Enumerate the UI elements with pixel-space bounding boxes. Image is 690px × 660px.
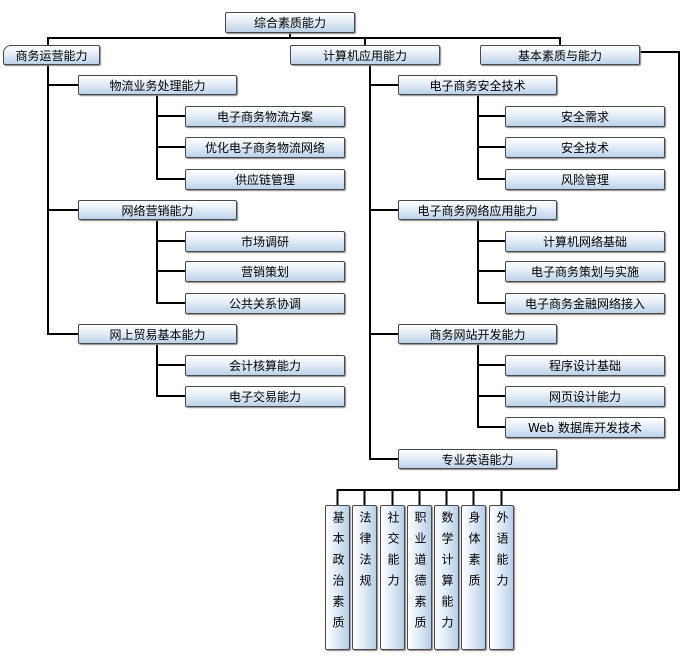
vertical-leaf-node: 社交能力 [380, 505, 405, 650]
vertical-leaf-node: 职业道德素质 [407, 505, 432, 650]
group-node-online-trade: 网上贸易基本能力 [78, 324, 237, 344]
leaf-node: 计算机网络基础 [505, 231, 665, 252]
leaf-node: 电子商务金融网络接入 [505, 293, 665, 314]
group-node-website-development: 商务网站开发能力 [398, 324, 557, 344]
leaf-node: 市场调研 [185, 231, 345, 252]
group-node-logistics: 物流业务处理能力 [78, 75, 237, 95]
leaf-node: 公共关系协调 [185, 293, 345, 314]
vertical-leaf-node: 法律法规 [352, 505, 377, 650]
vertical-leaf-node: 身体素质 [461, 505, 486, 650]
connector-line [337, 51, 680, 491]
leaf-node: 风险管理 [505, 169, 665, 190]
leaf-node: 网页设计能力 [505, 386, 665, 407]
group-node-ecommerce-security: 电子商务安全技术 [398, 75, 557, 95]
group-node-professional-english: 专业英语能力 [398, 449, 557, 469]
leaf-node: 营销策划 [185, 261, 345, 282]
branch-node-business-operations: 商务运营能力 [3, 45, 100, 65]
leaf-node: 会计核算能力 [185, 355, 345, 376]
leaf-node: 优化电子商务物流网络 [185, 137, 345, 158]
leaf-node: 电子商务策划与实施 [505, 261, 665, 282]
vertical-leaf-node: 外语能力 [489, 505, 514, 650]
leaf-node: 安全技术 [505, 137, 665, 158]
branch-node-basic-quality: 基本素质与能力 [480, 45, 640, 65]
leaf-node: 供应链管理 [185, 169, 345, 190]
leaf-node: 安全需求 [505, 106, 665, 127]
group-node-ecommerce-network: 电子商务网络应用能力 [398, 200, 557, 220]
leaf-node: 电子商务物流方案 [185, 106, 345, 127]
vertical-leaf-node: 基本政治素质 [325, 505, 350, 650]
leaf-node: Web 数据库开发技术 [505, 417, 665, 438]
leaf-node: 电子交易能力 [185, 386, 345, 407]
vertical-leaf-node: 数学计算能力 [434, 505, 459, 650]
leaf-node: 程序设计基础 [505, 355, 665, 376]
branch-node-computer-application: 计算机应用能力 [290, 45, 440, 65]
group-node-network-marketing: 网络营销能力 [78, 200, 237, 220]
root-node-comprehensive-quality: 综合素质能力 [225, 12, 355, 33]
